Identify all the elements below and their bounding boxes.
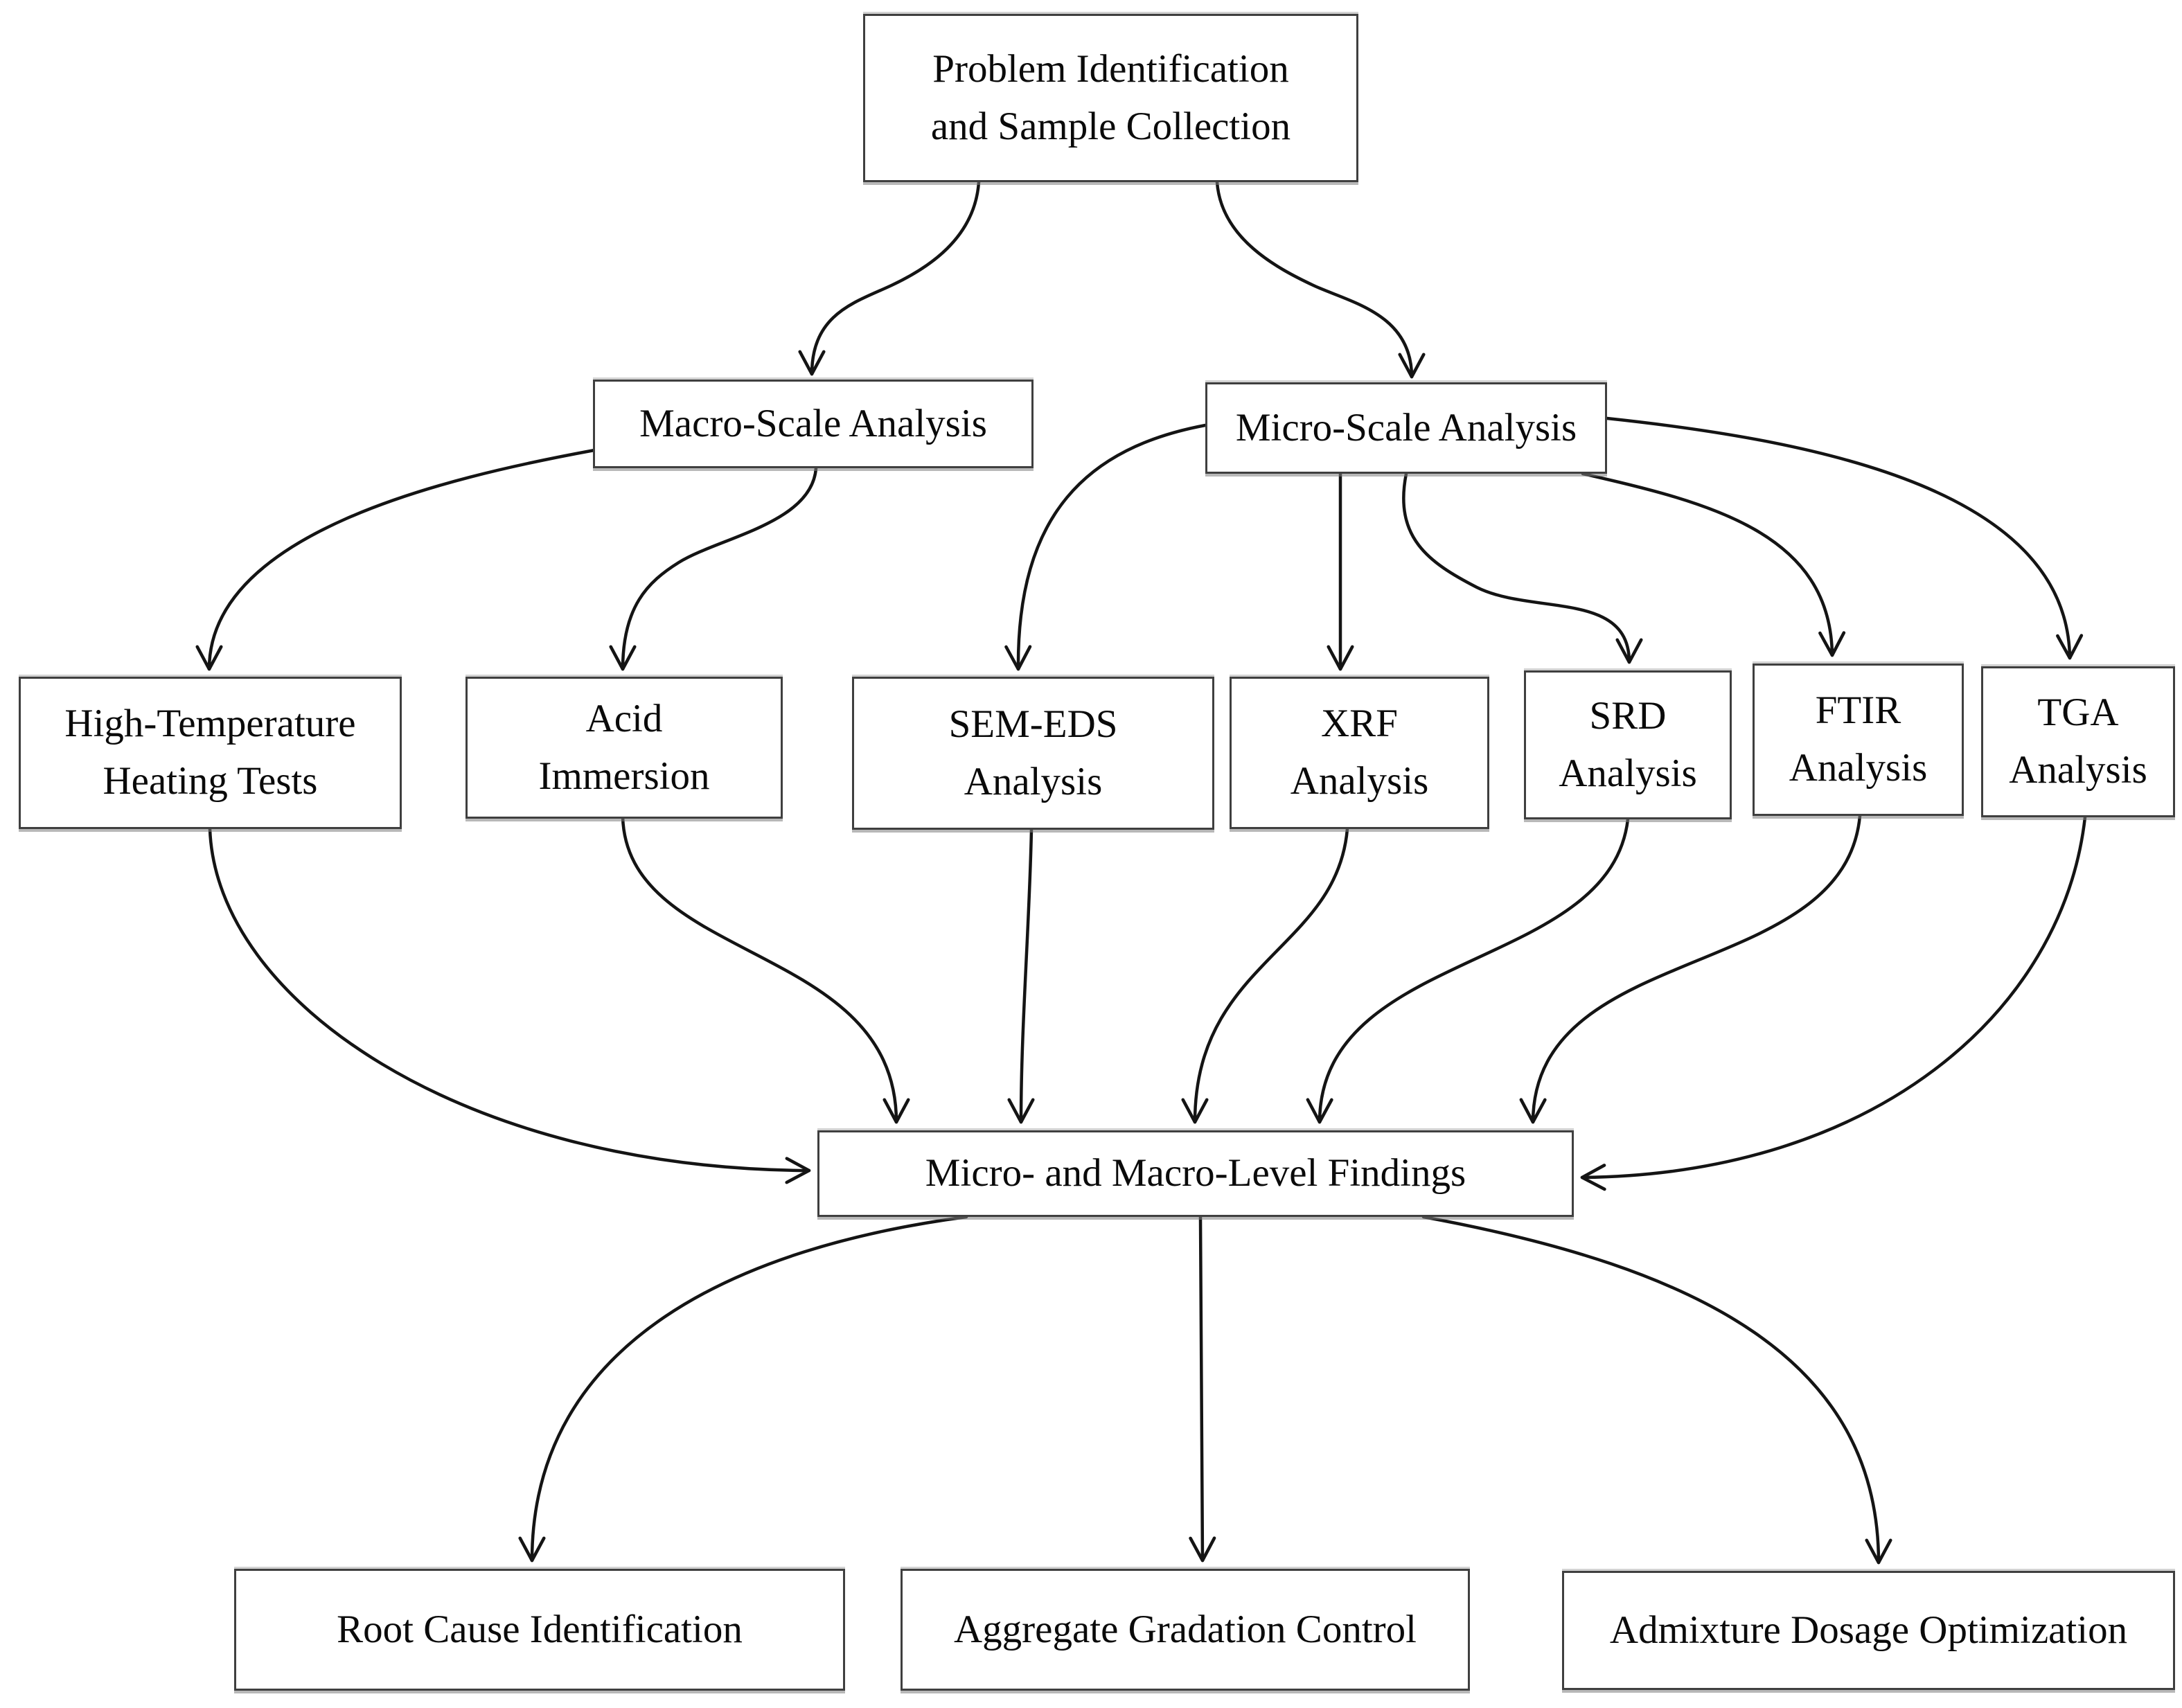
node-label-line: XRF: [1321, 702, 1398, 746]
edge-high-temperature-to-findings: [208, 827, 811, 1184]
node-label-line: Acid: [585, 696, 663, 740]
node-label-line: Problem Identification: [932, 46, 1289, 91]
node-admixture-dosage-optimization: Admixture Dosage Optimization: [1562, 1571, 2175, 1690]
node-label-line: Admixture Dosage Optimization: [1609, 1608, 2128, 1652]
edge-sem-eds-to-findings: [1007, 828, 1035, 1124]
node-label-line: and Sample Collection: [930, 104, 1291, 148]
edge-micro-to-tga: [1605, 416, 2084, 660]
edge-tga-to-findings: [1580, 815, 2087, 1191]
node-xrf-analysis: XRF Analysis: [1230, 677, 1489, 829]
node-label-line: SRD: [1589, 693, 1667, 738]
node-label-line: Root Cause Identification: [337, 1607, 743, 1651]
node-label-line: Aggregate Gradation Control: [954, 1607, 1417, 1651]
node-micro-and-macro-level-findings: Micro- and Macro-Level Findings: [817, 1130, 1574, 1217]
edge-ftir-to-findings: [1519, 814, 1862, 1124]
node-aggregate-gradation-control: Aggregate Gradation Control: [901, 1569, 1470, 1691]
edge-micro-to-srd: [1402, 472, 1643, 664]
node-label-line: Macro-Scale Analysis: [639, 401, 987, 445]
node-root-cause-identification: Root Cause Identification: [234, 1569, 845, 1691]
node-label-line: SEM-EDS: [948, 702, 1118, 746]
node-label-line: Analysis: [1789, 746, 1928, 790]
edge-srd-to-findings: [1306, 817, 1630, 1124]
node-tga-analysis: TGA Analysis: [1981, 666, 2175, 817]
node-problem-identification: Problem Identification and Sample Collec…: [863, 14, 1358, 182]
node-label-line: Immersion: [538, 754, 710, 798]
node-label-line: FTIR: [1815, 688, 1901, 733]
edge-problem-to-micro: [1215, 180, 1426, 379]
node-label-line: Heating Tests: [103, 759, 318, 803]
node-ftir-analysis: FTIR Analysis: [1753, 664, 1964, 816]
edge-problem-to-macro: [798, 180, 981, 376]
node-label-line: High-Temperature: [64, 702, 356, 746]
node-label-line: Micro- and Macro-Level Findings: [925, 1151, 1466, 1195]
node-label-line: Analysis: [1290, 759, 1429, 803]
edge-findings-to-aggregate: [1189, 1215, 1216, 1563]
edge-findings-to-root-cause: [518, 1215, 968, 1563]
node-label-line: Analysis: [964, 759, 1103, 803]
edge-acid-immersion-to-findings: [621, 815, 910, 1124]
node-label-line: TGA: [2037, 691, 2119, 735]
edge-findings-to-admixture: [1421, 1215, 1892, 1565]
node-label-line: Micro-Scale Analysis: [1235, 405, 1577, 450]
node-srd-analysis: SRD Analysis: [1524, 670, 1732, 819]
node-macro-scale-analysis: Macro-Scale Analysis: [593, 380, 1034, 468]
node-acid-immersion: Acid Immersion: [465, 677, 783, 819]
node-label-line: Analysis: [2009, 748, 2147, 792]
edge-macro-to-acid-immersion: [609, 466, 818, 671]
node-sem-eds-analysis: SEM-EDS Analysis: [852, 677, 1214, 830]
node-micro-scale-analysis: Micro-Scale Analysis: [1205, 382, 1607, 474]
edge-macro-to-high-temperature: [195, 448, 596, 671]
node-high-temperature-heating-tests: High-Temperature Heating Tests: [19, 677, 402, 829]
edge-micro-to-ftir: [1581, 472, 1846, 657]
node-label-line: Analysis: [1559, 751, 1697, 795]
edge-micro-to-sem-eds: [1004, 423, 1207, 671]
edge-xrf-to-findings: [1181, 827, 1349, 1124]
